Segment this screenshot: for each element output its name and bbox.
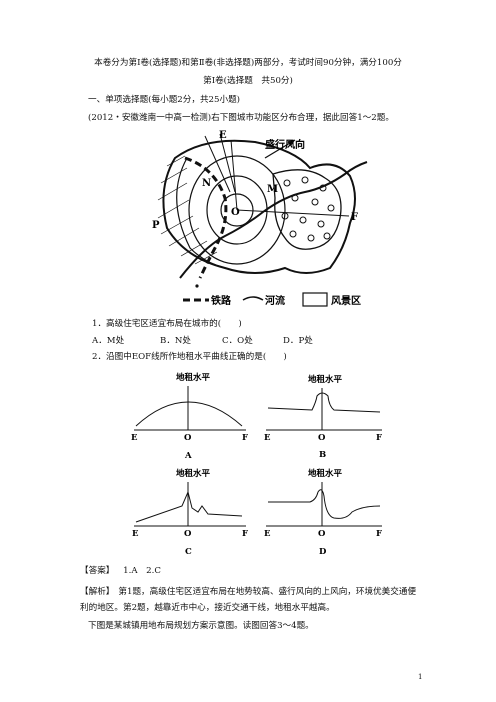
next-question-intro: 下图是某城镇用地布局规划方案示意图。读图回答3～4题。	[88, 621, 314, 631]
svg-text:F: F	[376, 529, 382, 539]
label-e: E	[219, 130, 227, 141]
svg-text:O: O	[318, 529, 326, 539]
svg-text:F: F	[242, 433, 248, 443]
q1-option-c: C．O处	[222, 336, 253, 346]
svg-text:F: F	[376, 433, 382, 443]
curve-b	[267, 392, 381, 413]
svg-text:地租水平: 地租水平	[308, 468, 343, 479]
svg-text:地租水平: 地租水平	[308, 374, 343, 385]
label-o: O	[231, 207, 240, 218]
svg-text:E: E	[264, 433, 271, 443]
scenic-area	[272, 169, 342, 250]
section-heading: 一、单项选择题(每小题2分，共25小题)	[88, 95, 241, 105]
question-source: (2012・安徽潍南一中高一检测)右下图城市功能区分布合理，据此回答1～2题。	[88, 113, 394, 123]
rent-chart-a: 地租水平 E O F A	[131, 372, 248, 461]
answer-line: 【答案】 1.A 2.C	[80, 566, 161, 577]
analysis-paragraph: 【解析】第1题，高级住宅区适宜布局在地势较高、盛行风向的上风向，环境优美交通便利…	[80, 584, 422, 616]
svg-text:E: E	[264, 529, 271, 539]
q1-option-d: D．P处	[283, 336, 313, 346]
zone-p-hatching	[157, 155, 218, 265]
curve-a	[135, 401, 243, 427]
page-number: 1	[418, 673, 423, 681]
svg-text:E: E	[132, 529, 139, 539]
analysis-label: 【解析】	[80, 587, 115, 597]
analysis-text: 第1题，高级住宅区适宜布局在地势较高、盛行风向的上风向，环境优美交通便利的地区。…	[80, 587, 417, 613]
svg-text:E: E	[131, 433, 138, 443]
part-heading: 第Ⅰ卷(选择题 共50分)	[203, 76, 293, 86]
chart-letter-d: D	[319, 547, 327, 557]
chart-letter-c: C	[185, 547, 192, 557]
legend-scenic: 风景区	[331, 295, 361, 307]
curve-d	[268, 489, 381, 519]
legend-railway: 铁路	[211, 294, 232, 307]
svg-text:O: O	[184, 433, 192, 443]
city-boundary	[162, 139, 356, 274]
label-p: P	[152, 220, 160, 231]
question-1-stem: 1．高级住宅区适宜布局在城市的( )	[92, 319, 242, 329]
city-map-figure: 盛行风向 E N M O P F 铁路 河流 风景区	[152, 130, 368, 307]
curve-c	[135, 490, 243, 523]
rent-chart-b: 地租水平 E O F B	[264, 374, 382, 460]
legend-river: 河流	[265, 294, 285, 307]
rent-chart-d: 地租水平 E O F D	[264, 468, 382, 557]
q1-option-b: B．N处	[160, 336, 192, 346]
label-m: M	[267, 184, 278, 195]
chart-letter-a: A	[184, 451, 192, 461]
wind-label: 盛行风向	[265, 138, 305, 151]
question-2-stem: 2．沿图中EOF线所作地租水平曲线正确的是( )	[92, 352, 287, 362]
svg-text:F: F	[242, 529, 248, 539]
answer-label: 【答案】	[80, 566, 115, 576]
q1-option-a: A．M处	[92, 336, 125, 346]
intro-line: 本卷分为第Ⅰ卷(选择题)和第Ⅱ卷(非选择题)两部分，考试时间90分钟，满分100…	[94, 58, 402, 68]
railway	[184, 156, 228, 279]
label-n: N	[202, 178, 211, 189]
svg-text:O: O	[318, 433, 326, 443]
river	[179, 161, 368, 279]
rent-chart-c: 地租水平 E O F C	[132, 468, 248, 557]
answer-text: 1.A 2.C	[123, 566, 161, 576]
svg-text:O: O	[184, 529, 192, 539]
svg-text:地租水平: 地租水平	[176, 468, 211, 479]
scenic-dots	[281, 176, 335, 242]
label-f: F	[351, 212, 358, 223]
svg-text:地租水平: 地租水平	[176, 372, 211, 383]
chart-letter-b: B	[319, 450, 326, 460]
